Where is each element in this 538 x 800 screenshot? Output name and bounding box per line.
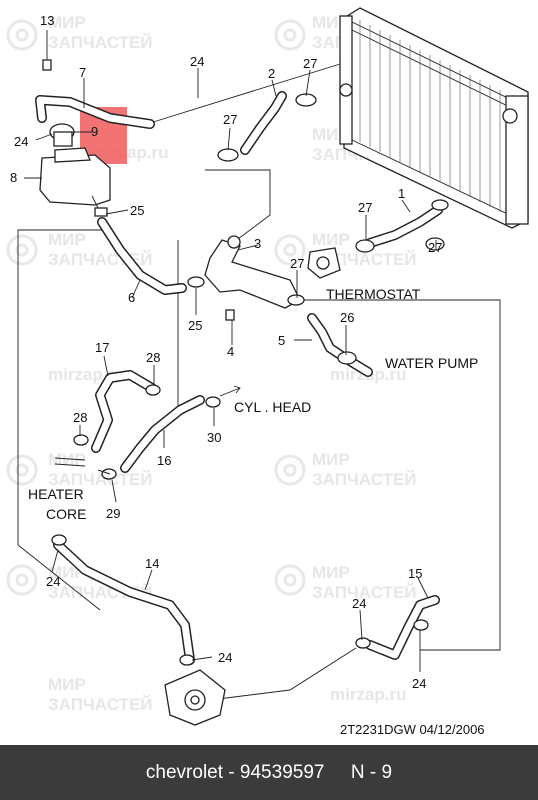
hose-clamp[interactable] [355, 239, 375, 253]
bolt[interactable] [225, 309, 235, 321]
heater-core-pipe [54, 457, 111, 475]
callout-27[interactable]: 27 [303, 56, 317, 71]
brand-name: chevrolet [145, 761, 224, 783]
callout-15[interactable]: 15 [408, 566, 422, 581]
callout-16[interactable]: 16 [157, 453, 171, 468]
reservoir-cap-bolt[interactable] [42, 59, 52, 71]
callout-27[interactable]: 27 [358, 200, 372, 215]
watermark-text: МИР [312, 563, 350, 582]
leader-lines [24, 30, 437, 672]
drawing-code: 2T2231DGW 04/12/2006 [340, 722, 485, 737]
lower-return-hose-inner [366, 596, 439, 659]
separator: - [223, 761, 240, 783]
callout-2[interactable]: 2 [268, 66, 275, 81]
hose-clamp[interactable] [217, 148, 239, 162]
callout-25[interactable]: 25 [188, 318, 202, 333]
watermark-text: МИР [48, 675, 86, 694]
label-heater: HEATER [28, 486, 84, 502]
hose-clamp[interactable] [205, 396, 221, 408]
callout-numbers: 13 7 24 9 24 8 2 27 27 25 1 27 27 3 27 6… [10, 13, 442, 691]
callout-4[interactable]: 4 [227, 344, 234, 359]
routing-line [17, 169, 501, 651]
diagram-position: N - 9 [350, 761, 393, 783]
upper-radiator-hose-inner [241, 92, 286, 154]
hose-clamp[interactable] [287, 294, 305, 306]
label-thermostat: THERMOSTAT [326, 286, 421, 302]
label-core: CORE [46, 506, 86, 522]
watermark-text: ЗАПЧАСТЕЙ [48, 695, 153, 714]
cyl-head-arrow [219, 385, 241, 397]
callout-3[interactable]: 3 [254, 236, 261, 251]
lower-bypass-pipe-inner [54, 541, 194, 664]
watermark-text: МИР [48, 230, 86, 249]
watermark-text: МИР [48, 13, 86, 32]
watermark-text: ЗАПЧАСТЕЙ [48, 470, 153, 489]
callout-24[interactable]: 24 [412, 676, 426, 691]
callout-14[interactable]: 14 [145, 556, 159, 571]
part-number: 94539597 [239, 761, 325, 783]
hose-clamp[interactable] [413, 619, 429, 631]
callout-1[interactable]: 1 [398, 186, 405, 201]
callout-27[interactable]: 27 [223, 112, 237, 127]
callout-6[interactable]: 6 [128, 290, 135, 305]
label-cyl-head: CYL . HEAD [234, 399, 311, 415]
callout-24[interactable]: 24 [218, 650, 232, 665]
watermark: МИР ЗАПЧАСТЕЙ МИР ЗАПЧАСТЕЙ mirzap.ru МИ… [6, 13, 417, 714]
parts-diagram: МИР ЗАПЧАСТЕЙ МИР ЗАПЧАСТЕЙ mirzap.ru МИ… [6, 7, 529, 737]
hose-clamp[interactable] [73, 434, 89, 446]
callout-24[interactable]: 24 [352, 596, 366, 611]
watermark-text: МИР [312, 230, 350, 249]
hose-clamp[interactable] [187, 276, 205, 288]
heater-outlet-hose-inner [121, 396, 204, 472]
callout-13[interactable]: 13 [40, 13, 54, 28]
callout-7[interactable]: 7 [79, 65, 86, 80]
callout-28[interactable]: 28 [73, 410, 87, 425]
hose-clamp[interactable] [355, 637, 371, 649]
watermark-text: ЗАПЧАСТЕЙ [312, 470, 417, 489]
water-pump-hose-inner [308, 314, 372, 376]
reservoir-outlet-hose-inner [98, 218, 186, 294]
watermark-site: mirzap.ru [330, 685, 407, 704]
watermark-logo [6, 19, 306, 596]
watermark-text: ЗАПЧАСТЕЙ [312, 583, 417, 602]
heater-inlet-hose-inner [92, 371, 156, 452]
watermark-text: ЗАПЧАСТЕЙ [48, 33, 153, 52]
part-info-footer: chevrolet - 94539597 N - 9 [0, 745, 538, 800]
return-pipe [209, 647, 357, 701]
callout-17[interactable]: 17 [95, 340, 109, 355]
overflow-hose-inner [36, 96, 154, 128]
callout-27[interactable]: 27 [428, 240, 442, 255]
overflow-line [149, 63, 341, 124]
hose-clamp[interactable] [337, 351, 357, 365]
spacer [324, 762, 350, 784]
callout-24[interactable]: 24 [14, 134, 28, 149]
callout-30[interactable]: 30 [207, 430, 221, 445]
hose-clamp[interactable] [431, 199, 449, 211]
hose-clamp[interactable] [295, 93, 317, 107]
radiator[interactable] [339, 7, 529, 229]
hose-clamp[interactable] [425, 237, 445, 251]
callout-8[interactable]: 8 [10, 170, 17, 185]
callout-9[interactable]: 9 [91, 124, 98, 139]
coolant-reservoir[interactable] [39, 123, 111, 217]
hose-clamp[interactable] [179, 654, 195, 666]
callout-28[interactable]: 28 [146, 350, 160, 365]
watermark-text: МИР [312, 450, 350, 469]
lower-radiator-hose-inner [366, 206, 442, 247]
callout-25[interactable]: 25 [130, 203, 144, 218]
callout-26[interactable]: 26 [340, 310, 354, 325]
callout-5[interactable]: 5 [278, 333, 285, 348]
throttle-body[interactable] [164, 669, 226, 726]
label-water-pump: WATER PUMP [385, 355, 478, 371]
thermostat-housing[interactable] [307, 247, 341, 279]
callout-29[interactable]: 29 [106, 506, 120, 521]
callout-24[interactable]: 24 [46, 574, 60, 589]
callout-24[interactable]: 24 [190, 54, 204, 69]
hose-clamp[interactable] [145, 384, 161, 396]
hose-clamp[interactable] [51, 534, 67, 546]
callout-27[interactable]: 27 [290, 256, 304, 271]
